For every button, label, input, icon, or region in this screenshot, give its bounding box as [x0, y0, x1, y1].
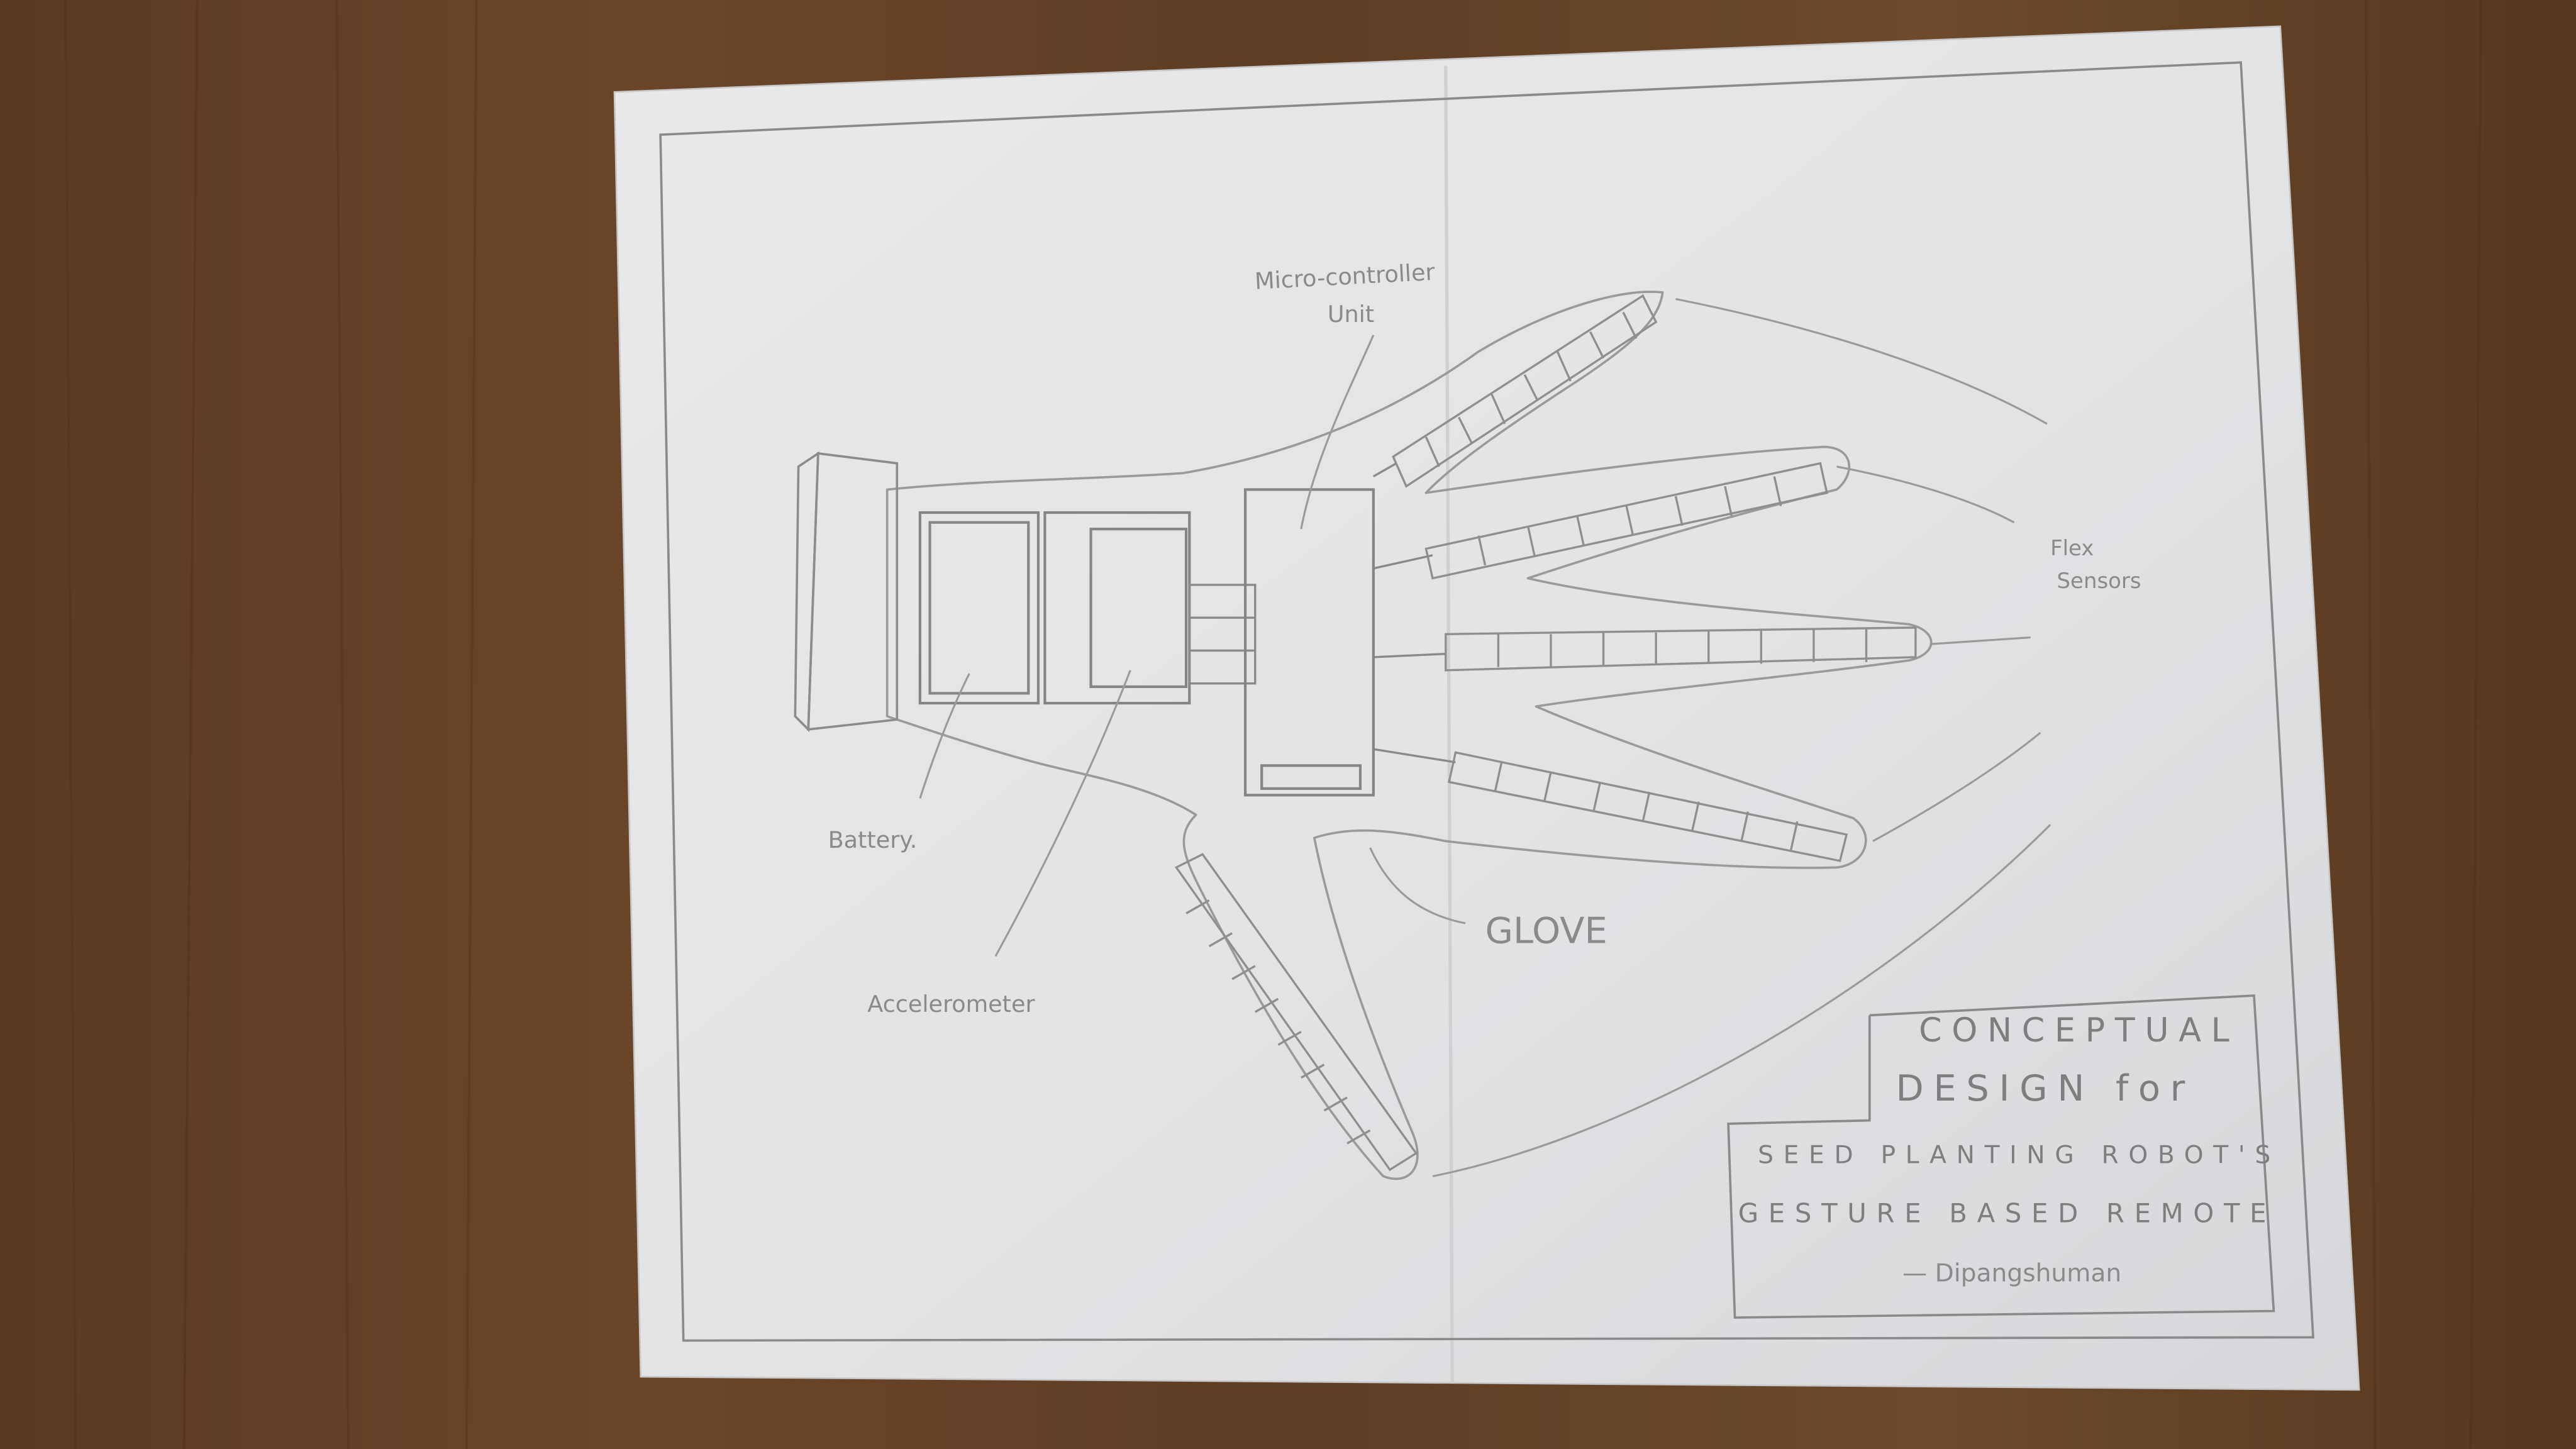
label-flex-sensors: Sensors — [2057, 569, 2141, 594]
title-author: — Dipangshuman — [1902, 1260, 2121, 1288]
title-line-1: CONCEPTUAL — [1919, 1012, 2239, 1050]
label-accelerometer: Accelerometer — [867, 991, 1035, 1018]
paper-sheet — [614, 26, 2359, 1390]
label-glove: GLOVE — [1485, 909, 1607, 952]
title-line-3: SEED PLANTING ROBOT'S — [1758, 1141, 2280, 1169]
label-battery: Battery. — [828, 826, 918, 853]
title-line-2: DESIGN for — [1896, 1067, 2195, 1109]
label-flex: Flex — [2050, 536, 2094, 561]
label-microcontroller-unit: Unit — [1328, 301, 1374, 328]
title-line-4: GESTURE BASED REMOTE — [1738, 1198, 2276, 1229]
